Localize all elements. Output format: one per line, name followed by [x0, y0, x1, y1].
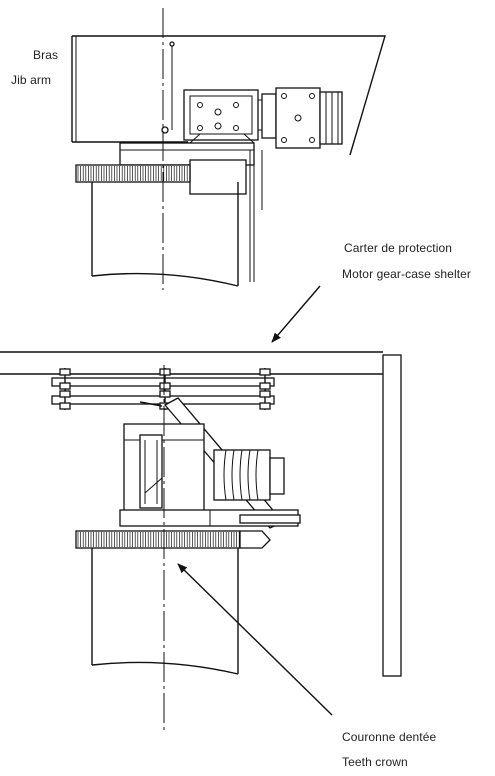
bolt-nut	[59, 368, 71, 376]
gearbox	[183, 89, 259, 141]
shelter-leader-arrow	[271, 285, 321, 343]
jib-arm-beam	[72, 35, 386, 156]
teeth-crown-top	[75, 164, 191, 183]
top-assembly	[71, 8, 386, 290]
shelter-label-fr: Carter de protection	[344, 241, 453, 255]
jib-arm-end-post	[382, 354, 402, 677]
motor	[275, 87, 321, 149]
crown-leader-arrow	[177, 563, 333, 716]
shelter-label-en: Motor gear-case shelter	[342, 267, 472, 281]
teeth-crown-bottom	[75, 530, 241, 549]
jib-arm-label-fr: Bras	[33, 48, 59, 62]
bolt-nut	[59, 390, 71, 398]
bolt-nut	[159, 382, 171, 390]
bolt-nut	[259, 402, 271, 410]
bolt-nut	[59, 402, 71, 410]
motor-bottom	[213, 449, 271, 501]
bolt-nut	[159, 368, 171, 376]
bolt-nut	[259, 390, 271, 398]
bottom-assembly	[0, 351, 402, 733]
bolt-nut	[159, 390, 171, 398]
bolt-nut	[259, 368, 271, 376]
bolt-nut	[59, 382, 71, 390]
crown-label-en: Teeth crown	[342, 755, 408, 769]
bolt-nut	[259, 382, 271, 390]
jib-arm-label-en: Jib arm	[11, 73, 52, 87]
crown-label-fr: Couronne dentée	[342, 730, 437, 744]
